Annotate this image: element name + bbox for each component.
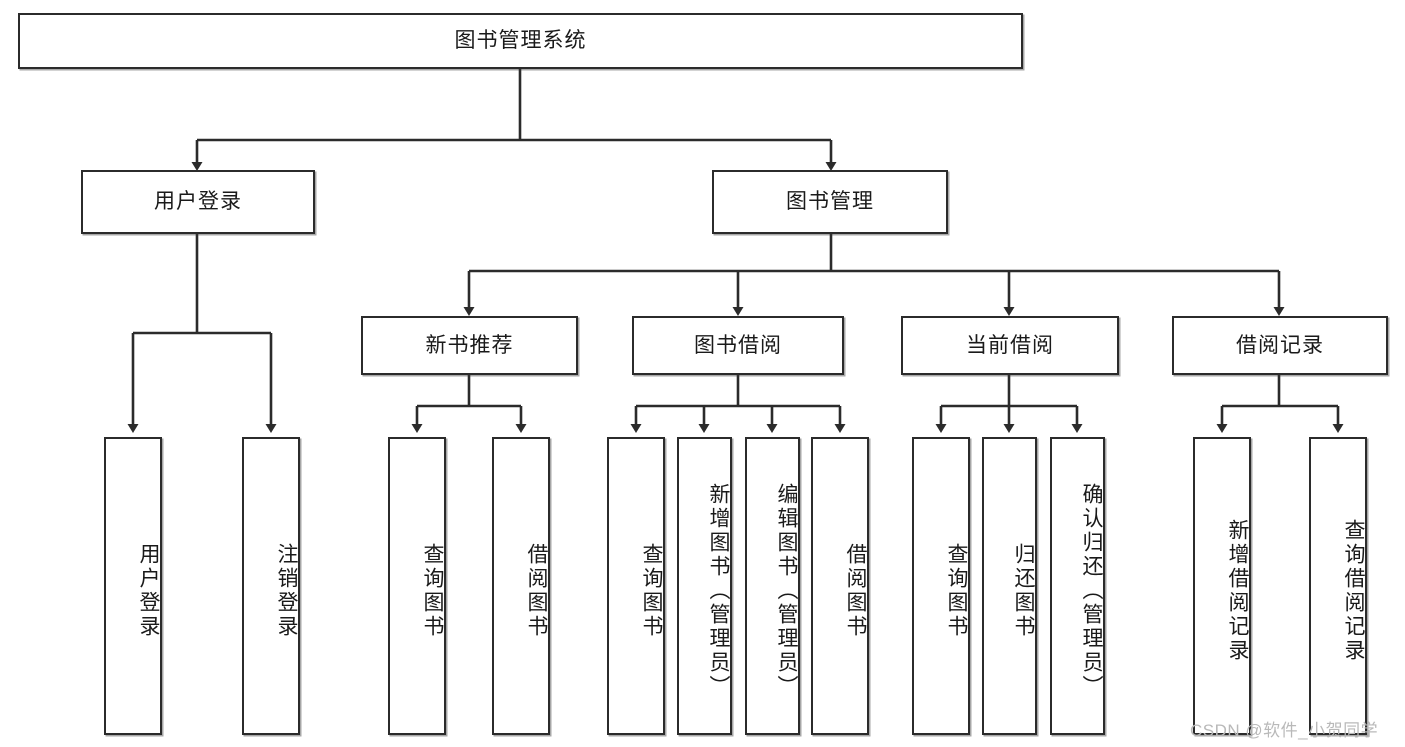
leaf-return-book[interactable]: 归还图书 — [982, 437, 1037, 735]
node-label: 借阅记录 — [1236, 333, 1324, 357]
csdn-watermark: CSDN @软件_小贺同学 — [1190, 721, 1379, 740]
leaf-user-login[interactable]: 用户登录 — [104, 437, 162, 735]
leaf-borrow-book[interactable]: 借阅图书 — [811, 437, 869, 735]
node-label: 查询图书 — [945, 543, 968, 639]
node-label: 归还图书 — [1012, 543, 1035, 639]
node-label: 查询图书 — [421, 543, 444, 639]
node-new-book-recommend[interactable]: 新书推荐 — [361, 316, 578, 375]
node-user-login[interactable]: 用户登录 — [81, 170, 315, 234]
node-label: 新增借阅记录 — [1226, 519, 1249, 663]
node-label: 图书管理 — [786, 190, 874, 214]
leaf-query-borrow-record[interactable]: 查询借阅记录 — [1309, 437, 1367, 735]
leaf-query-book-borrow[interactable]: 查询图书 — [607, 437, 665, 735]
node-label: 图书借阅 — [694, 333, 782, 357]
node-label: 用户登录 — [154, 190, 242, 214]
node-label: 借阅图书 — [525, 543, 548, 639]
node-label: 确认归还（管理员） — [1080, 483, 1103, 699]
node-current-borrow[interactable]: 当前借阅 — [901, 316, 1119, 375]
node-label: 查询图书 — [640, 543, 663, 639]
node-book-management[interactable]: 图书管理 — [712, 170, 948, 234]
leaf-logout[interactable]: 注销登录 — [242, 437, 300, 735]
node-label: 编辑图书（管理员） — [775, 483, 798, 699]
node-label: 新增图书（管理员） — [707, 483, 730, 699]
node-label: 当前借阅 — [966, 333, 1054, 357]
node-root-system[interactable]: 图书管理系统 — [18, 13, 1023, 69]
leaf-add-book-admin[interactable]: 新增图书（管理员） — [677, 437, 732, 735]
node-label: 查询借阅记录 — [1342, 519, 1365, 663]
node-label: 图书管理系统 — [454, 29, 587, 53]
node-label: 新书推荐 — [425, 333, 514, 357]
leaf-query-book-recommend[interactable]: 查询图书 — [388, 437, 446, 735]
node-borrow-record[interactable]: 借阅记录 — [1172, 316, 1388, 375]
leaf-add-borrow-record[interactable]: 新增借阅记录 — [1193, 437, 1251, 735]
leaf-confirm-return-admin[interactable]: 确认归还（管理员） — [1050, 437, 1105, 735]
node-label: 用户登录 — [137, 543, 160, 639]
leaf-borrow-book-recommend[interactable]: 借阅图书 — [492, 437, 550, 735]
node-label: 注销登录 — [275, 543, 298, 639]
node-label: 借阅图书 — [844, 543, 867, 639]
leaf-edit-book-admin[interactable]: 编辑图书（管理员） — [745, 437, 800, 735]
node-book-borrow[interactable]: 图书借阅 — [632, 316, 844, 375]
leaf-query-book-current[interactable]: 查询图书 — [912, 437, 970, 735]
